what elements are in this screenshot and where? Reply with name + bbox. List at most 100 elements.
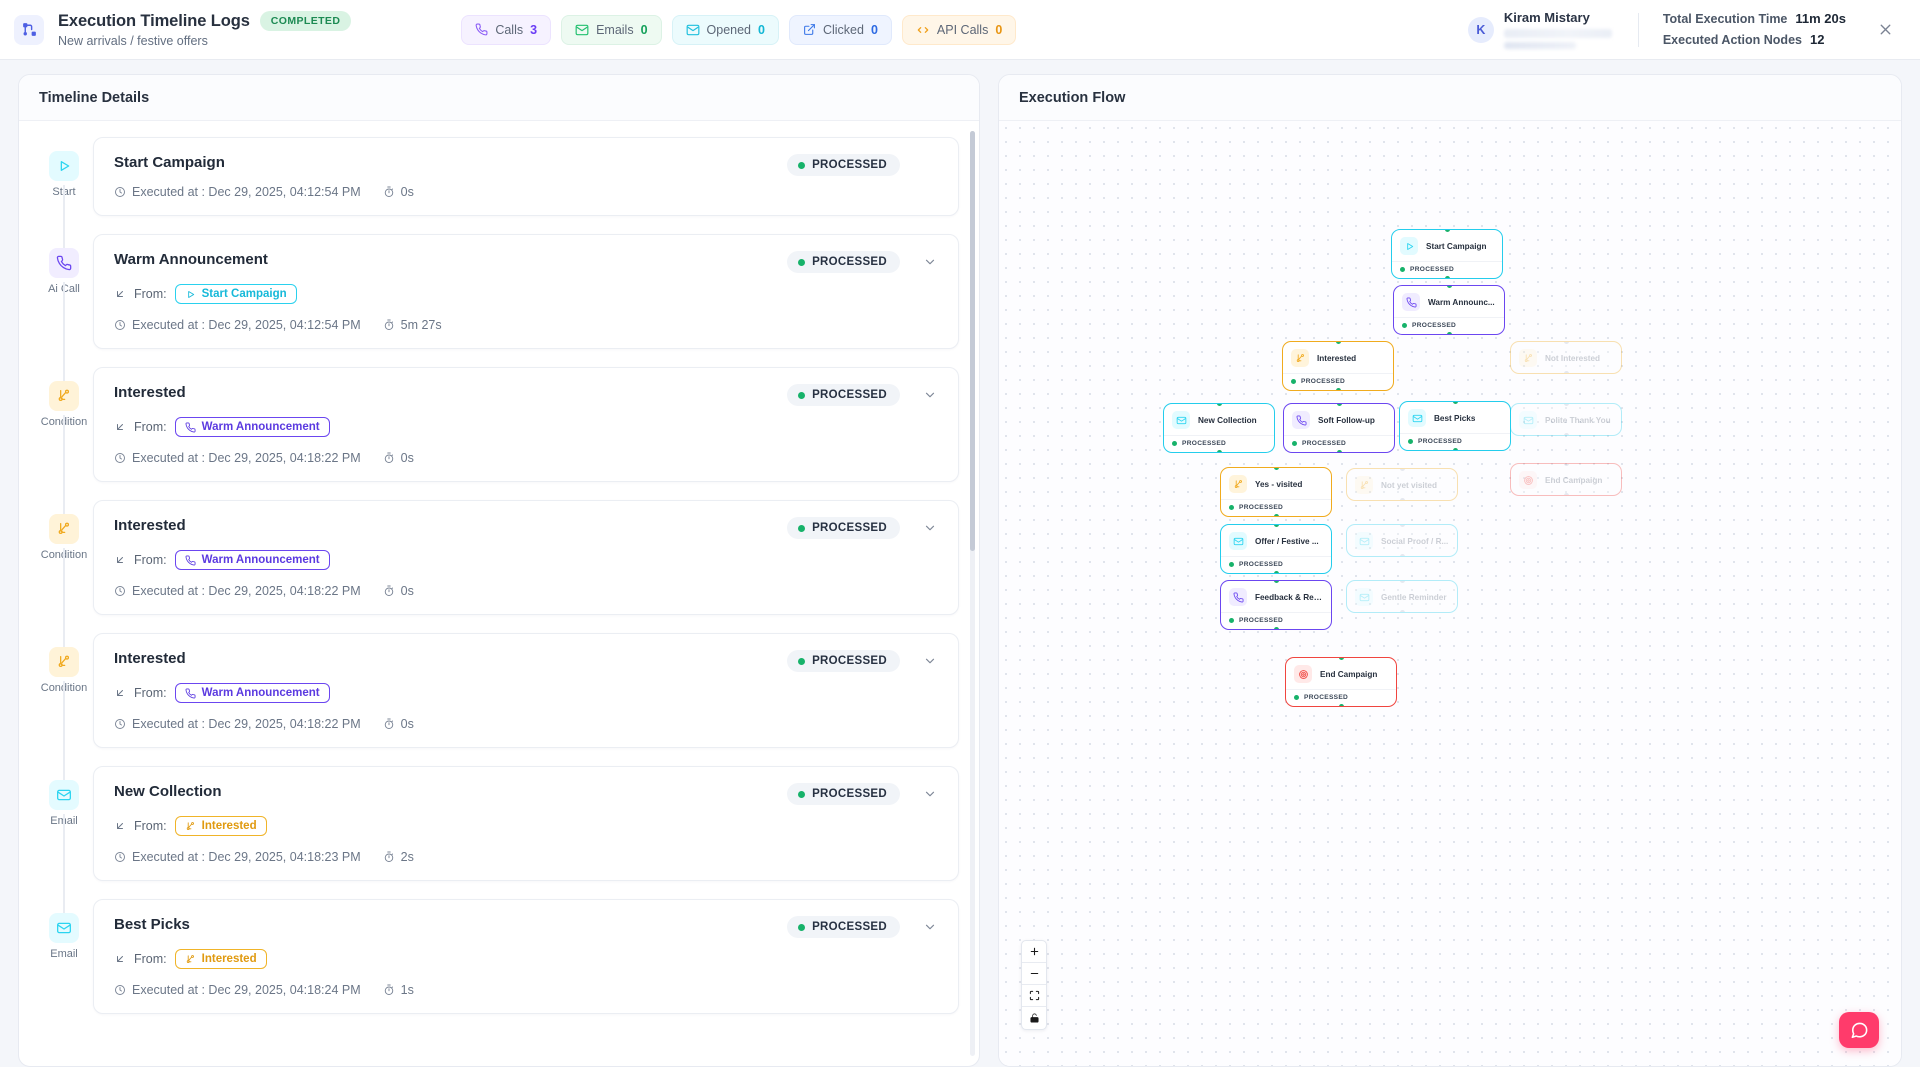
flow-node-offer[interactable]: Offer / Festive ... PROCESSED — [1220, 524, 1332, 574]
node-handle-top[interactable] — [1452, 402, 1458, 404]
node-handle-bottom[interactable] — [1336, 450, 1342, 452]
scrollbar[interactable] — [970, 131, 975, 1056]
node-handle-bottom[interactable] — [1563, 433, 1569, 435]
flow-node-endcamp[interactable]: End Campaign PROCESSED — [1285, 657, 1397, 707]
timeline-card[interactable]: Best Picks From: Interested Executed at … — [93, 899, 959, 1014]
chip-emails[interactable]: Emails 0 — [561, 14, 662, 45]
lock-button[interactable] — [1022, 1007, 1046, 1029]
node-handle-top[interactable] — [1563, 404, 1569, 406]
flow-node-softfu[interactable]: Soft Follow-up PROCESSED — [1283, 403, 1395, 453]
chip-value: 3 — [530, 22, 538, 37]
flow-node-warm[interactable]: Warm Announc... PROCESSED — [1393, 285, 1505, 335]
flow-node-gentle[interactable]: Gentle Reminder — [1346, 580, 1458, 613]
flow-node-bestpicks[interactable]: Best Picks PROCESSED — [1399, 401, 1511, 451]
node-handle-top[interactable] — [1273, 581, 1279, 583]
flow-node-notyet[interactable]: Not yet visited — [1346, 468, 1458, 501]
node-handle-top[interactable] — [1399, 581, 1405, 583]
flow-node-notint[interactable]: Not Interested — [1510, 341, 1622, 374]
node-handle-top[interactable] — [1338, 658, 1344, 660]
flow-node-start[interactable]: Start Campaign PROCESSED — [1391, 229, 1503, 279]
flow-node-yesvis[interactable]: Yes - visited PROCESSED — [1220, 467, 1332, 517]
chip-clicked[interactable]: Clicked 0 — [788, 14, 892, 45]
node-handle-top[interactable] — [1273, 525, 1279, 527]
node-handle-bottom[interactable] — [1273, 627, 1279, 629]
chip-opened[interactable]: Opened 0 — [671, 14, 779, 45]
duration: 0s — [383, 584, 414, 598]
scrollbar-thumb[interactable] — [970, 131, 975, 551]
timeline-card[interactable]: Warm Announcement From: Start Campaign E… — [93, 234, 959, 349]
timeline-card-title: Best Picks — [114, 916, 190, 933]
node-handle-bottom[interactable] — [1273, 571, 1279, 573]
flow-node-feedback[interactable]: Feedback & Re-... PROCESSED — [1220, 580, 1332, 630]
node-handle-top[interactable] — [1336, 404, 1342, 406]
node-handle-bottom[interactable] — [1399, 610, 1405, 612]
timeline-panel-title: Timeline Details — [39, 89, 150, 106]
from-node-pill[interactable]: Warm Announcement — [174, 417, 330, 437]
from-node-pill[interactable]: Start Campaign — [174, 284, 297, 304]
node-handle-top[interactable] — [1216, 404, 1222, 406]
top-bar: Execution Timeline Logs COMPLETED New ar… — [0, 0, 1920, 60]
flow-node-social[interactable]: Social Proof / R... — [1346, 524, 1458, 557]
node-label: Offer / Festive ... — [1255, 536, 1319, 546]
fit-view-button[interactable] — [1022, 985, 1046, 1007]
close-icon[interactable] — [1872, 17, 1898, 43]
zoom-out-button[interactable] — [1022, 963, 1046, 985]
status-dot — [1291, 379, 1296, 384]
node-handle-bottom[interactable] — [1452, 448, 1458, 450]
chat-bubble-icon[interactable] — [1839, 1012, 1879, 1048]
node-handle-top[interactable] — [1563, 342, 1569, 344]
node-handle-bottom[interactable] — [1444, 276, 1450, 278]
chevron-down-icon[interactable] — [920, 252, 940, 272]
node-handle-bottom[interactable] — [1563, 493, 1569, 495]
chevron-down-icon[interactable] — [920, 784, 940, 804]
play-icon — [49, 151, 79, 181]
timeline-card[interactable]: Interested From: Warm Announcement Execu… — [93, 633, 959, 748]
node-handle-top[interactable] — [1273, 468, 1279, 470]
chevron-down-icon[interactable] — [920, 917, 940, 937]
node-handle-top[interactable] — [1446, 286, 1452, 288]
from-node-pill[interactable]: Warm Announcement — [174, 550, 330, 570]
zoom-in-button[interactable] — [1022, 941, 1046, 963]
node-handle-bottom[interactable] — [1446, 332, 1452, 334]
executed-at: Executed at : Dec 29, 2025, 04:18:22 PM — [114, 584, 361, 598]
chevron-down-icon[interactable] — [920, 518, 940, 538]
node-handle-top[interactable] — [1399, 525, 1405, 527]
flow-node-interested[interactable]: Interested PROCESSED — [1282, 341, 1394, 391]
node-handle-bottom[interactable] — [1399, 498, 1405, 500]
node-handle-top[interactable] — [1444, 230, 1450, 232]
node-handle-bottom[interactable] — [1273, 514, 1279, 516]
from-node-pill[interactable]: Warm Announcement — [174, 683, 330, 703]
chevron-down-icon[interactable] — [920, 651, 940, 671]
timeline-meta: Executed at : Dec 29, 2025, 04:18:22 PM … — [114, 717, 940, 731]
chip-calls[interactable]: Calls 3 — [461, 14, 552, 45]
timeline-card[interactable]: Interested From: Warm Announcement Execu… — [93, 500, 959, 615]
node-handle-bottom[interactable] — [1338, 704, 1344, 706]
node-handle-bottom[interactable] — [1399, 554, 1405, 556]
timeline-card[interactable]: Start Campaign Executed at : Dec 29, 202… — [93, 137, 959, 216]
timeline-card[interactable]: Interested From: Warm Announcement Execu… — [93, 367, 959, 482]
node-handle-bottom[interactable] — [1563, 371, 1569, 373]
flow-node-newcoll[interactable]: New Collection PROCESSED — [1163, 403, 1275, 453]
flow-canvas[interactable]: Start Campaign PROCESSED Warm Announc...… — [999, 121, 1901, 1066]
node-footer: PROCESSED — [1286, 689, 1396, 706]
flow-node-endcamp2[interactable]: End Campaign — [1510, 463, 1622, 496]
executed-at: Executed at : Dec 29, 2025, 04:18:22 PM — [114, 451, 361, 465]
user-box[interactable]: K Kiram Mistary — [1467, 10, 1638, 49]
node-handle-bottom[interactable] — [1216, 450, 1222, 452]
node-footer: PROCESSED — [1392, 261, 1502, 278]
node-handle-top[interactable] — [1399, 469, 1405, 471]
chip-api-calls[interactable]: API Calls 0 — [901, 14, 1017, 45]
timeline-card-title: Interested — [114, 384, 186, 401]
status-badge: PROCESSED — [787, 517, 900, 539]
from-node-pill[interactable]: Interested — [174, 949, 267, 969]
timeline-meta: Executed at : Dec 29, 2025, 04:18:22 PM … — [114, 584, 940, 598]
node-handle-top[interactable] — [1563, 464, 1569, 466]
node-handle-bottom[interactable] — [1335, 388, 1341, 390]
from-node-pill[interactable]: Interested — [174, 816, 267, 836]
flow-node-polite[interactable]: Polite Thank You — [1510, 403, 1622, 436]
node-handle-top[interactable] — [1335, 342, 1341, 344]
envelope-icon — [1408, 409, 1426, 427]
timeline-scroll-area[interactable]: Start Start Campaign Executed at : Dec 2… — [19, 121, 979, 1066]
timeline-card[interactable]: New Collection From: Interested Executed… — [93, 766, 959, 881]
chevron-down-icon[interactable] — [920, 385, 940, 405]
